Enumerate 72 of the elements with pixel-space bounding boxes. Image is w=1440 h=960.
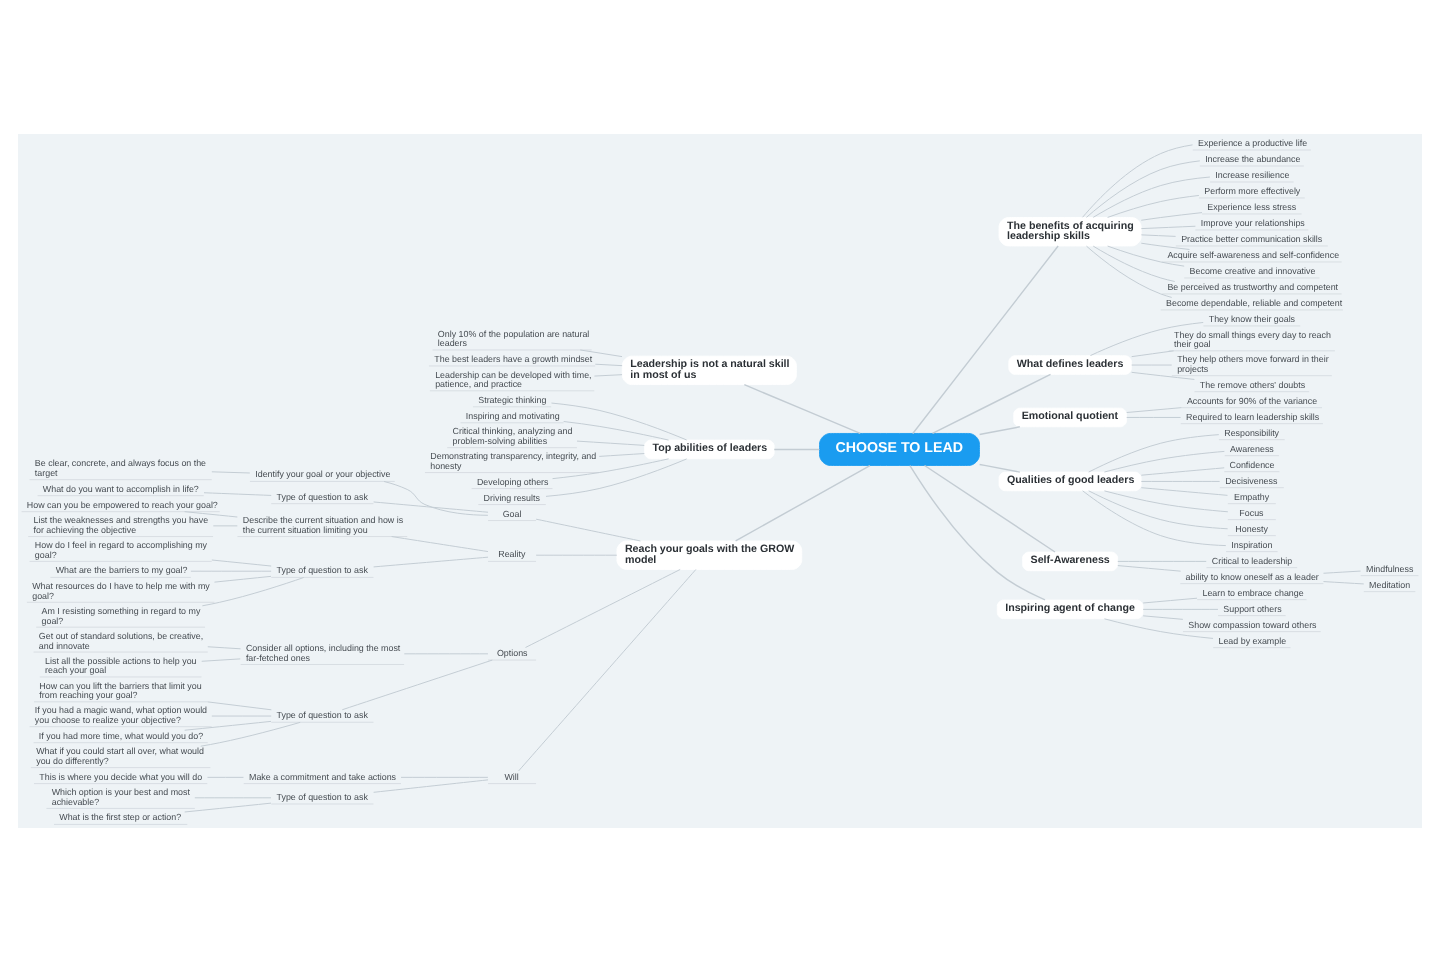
connector bbox=[207, 775, 244, 777]
connector bbox=[1082, 489, 1227, 546]
connector bbox=[743, 383, 861, 434]
connector bbox=[211, 558, 272, 566]
connector bbox=[184, 719, 272, 730]
connector bbox=[1092, 244, 1176, 281]
connector bbox=[373, 778, 489, 792]
connector bbox=[1126, 406, 1182, 412]
connector bbox=[1103, 449, 1225, 472]
connector bbox=[1140, 479, 1221, 481]
connector bbox=[1107, 244, 1185, 266]
connector bbox=[184, 801, 272, 812]
connector bbox=[978, 462, 1021, 472]
connector bbox=[373, 555, 489, 567]
connector bbox=[1103, 617, 1214, 638]
connector bbox=[1085, 159, 1201, 217]
connector bbox=[525, 567, 681, 647]
connector bbox=[1140, 224, 1196, 229]
connector bbox=[552, 457, 670, 479]
connector bbox=[200, 720, 301, 746]
connector bbox=[1140, 241, 1190, 249]
connector bbox=[594, 362, 623, 366]
connector bbox=[518, 567, 697, 771]
connector bbox=[1092, 175, 1211, 217]
connector bbox=[545, 457, 688, 496]
connector bbox=[535, 517, 641, 541]
connector bbox=[373, 500, 489, 512]
connector bbox=[576, 439, 645, 445]
connector bbox=[203, 491, 272, 495]
connector bbox=[1323, 569, 1362, 573]
connector bbox=[184, 510, 238, 517]
connector bbox=[1140, 211, 1203, 220]
connector bbox=[1103, 489, 1229, 512]
connector bbox=[201, 657, 241, 661]
connector bbox=[211, 470, 251, 473]
connector bbox=[909, 463, 1046, 600]
connector bbox=[931, 372, 1052, 434]
connector bbox=[400, 775, 489, 777]
connector bbox=[1142, 614, 1184, 619]
connector bbox=[1142, 596, 1198, 603]
connector bbox=[391, 535, 489, 552]
connector bbox=[341, 658, 493, 710]
connector bbox=[734, 463, 871, 541]
connector bbox=[978, 425, 1021, 435]
connector bbox=[579, 348, 623, 357]
connector bbox=[1117, 559, 1207, 561]
connector bbox=[923, 463, 1056, 552]
connector bbox=[201, 576, 305, 606]
connector bbox=[912, 244, 1059, 434]
connector bbox=[1142, 607, 1219, 609]
connector bbox=[563, 420, 670, 440]
connector bbox=[1085, 244, 1173, 297]
connector bbox=[773, 447, 821, 450]
connector bbox=[1089, 321, 1204, 356]
connector bbox=[1107, 193, 1200, 217]
connector bbox=[207, 700, 272, 710]
connector bbox=[593, 373, 623, 376]
connector bbox=[1140, 486, 1228, 495]
connector bbox=[1117, 564, 1182, 571]
connector bbox=[1323, 580, 1365, 584]
connector bbox=[1088, 489, 1229, 529]
connector bbox=[1140, 233, 1177, 236]
connector bbox=[383, 480, 489, 515]
connector bbox=[1088, 433, 1220, 472]
connector bbox=[551, 401, 688, 440]
connector bbox=[1140, 466, 1225, 475]
connector bbox=[1126, 415, 1182, 417]
connector bbox=[207, 645, 242, 649]
connector bbox=[598, 452, 645, 456]
connector bbox=[1131, 349, 1175, 357]
connector bbox=[1082, 143, 1194, 217]
connector bbox=[1131, 370, 1195, 379]
